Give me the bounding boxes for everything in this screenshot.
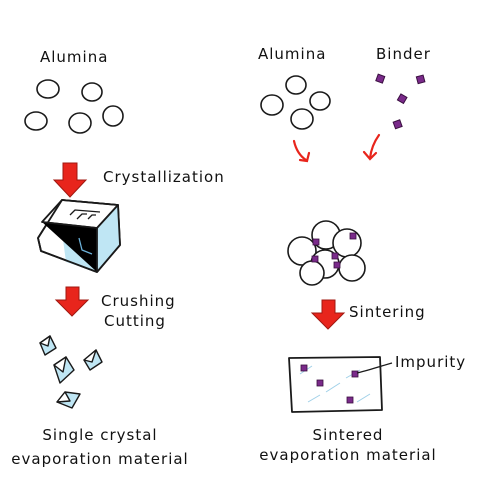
impurity-label: Impurity <box>395 353 467 371</box>
alumina-particle <box>36 79 60 99</box>
binder-particle <box>415 74 426 85</box>
impurity-particle <box>316 379 324 387</box>
sintered-label: Sintered <box>312 426 384 444</box>
impurity-particle <box>300 364 308 372</box>
mixing-arrows <box>292 133 381 163</box>
sintering-arrow <box>310 299 346 330</box>
sintered-block <box>288 356 393 413</box>
alumina-particles-left <box>24 79 124 134</box>
crushing-label: Crushing <box>101 292 176 310</box>
cutting-label: Cutting <box>104 312 166 330</box>
crystal-block <box>37 199 121 273</box>
impurity-particle <box>351 370 359 378</box>
alumina-particle <box>309 91 331 111</box>
alumina-particle <box>24 111 48 131</box>
alumina-particle <box>290 108 314 130</box>
binder-particle <box>396 93 408 105</box>
right-alumina-label: Alumina <box>258 45 327 63</box>
single-crystal-label: Single crystal <box>42 426 158 444</box>
alumina-particles-right <box>260 75 331 130</box>
crystal-fragments <box>39 335 103 409</box>
binder-particles <box>375 73 426 130</box>
alumina-particle <box>81 82 103 102</box>
alumina-particle <box>68 112 92 134</box>
mixed-cluster <box>287 220 366 286</box>
alumina-particle <box>102 105 124 127</box>
impurity-particle <box>346 396 354 404</box>
binder-particle <box>375 73 386 84</box>
crushing-arrow <box>54 286 90 317</box>
alumina-particle <box>285 75 307 95</box>
left-alumina-label: Alumina <box>40 48 109 66</box>
crystallization-label: Crystallization <box>103 168 225 186</box>
crystallization-arrow <box>52 162 88 198</box>
impurity-pointer <box>356 362 393 374</box>
alumina-particle <box>260 94 284 116</box>
sintered-material-label: evaporation material <box>259 446 437 464</box>
binder-label: Binder <box>376 45 431 63</box>
single-crystal-material-label: evaporation material <box>11 450 189 468</box>
sintering-label: Sintering <box>349 303 426 321</box>
binder-particle <box>392 119 403 130</box>
